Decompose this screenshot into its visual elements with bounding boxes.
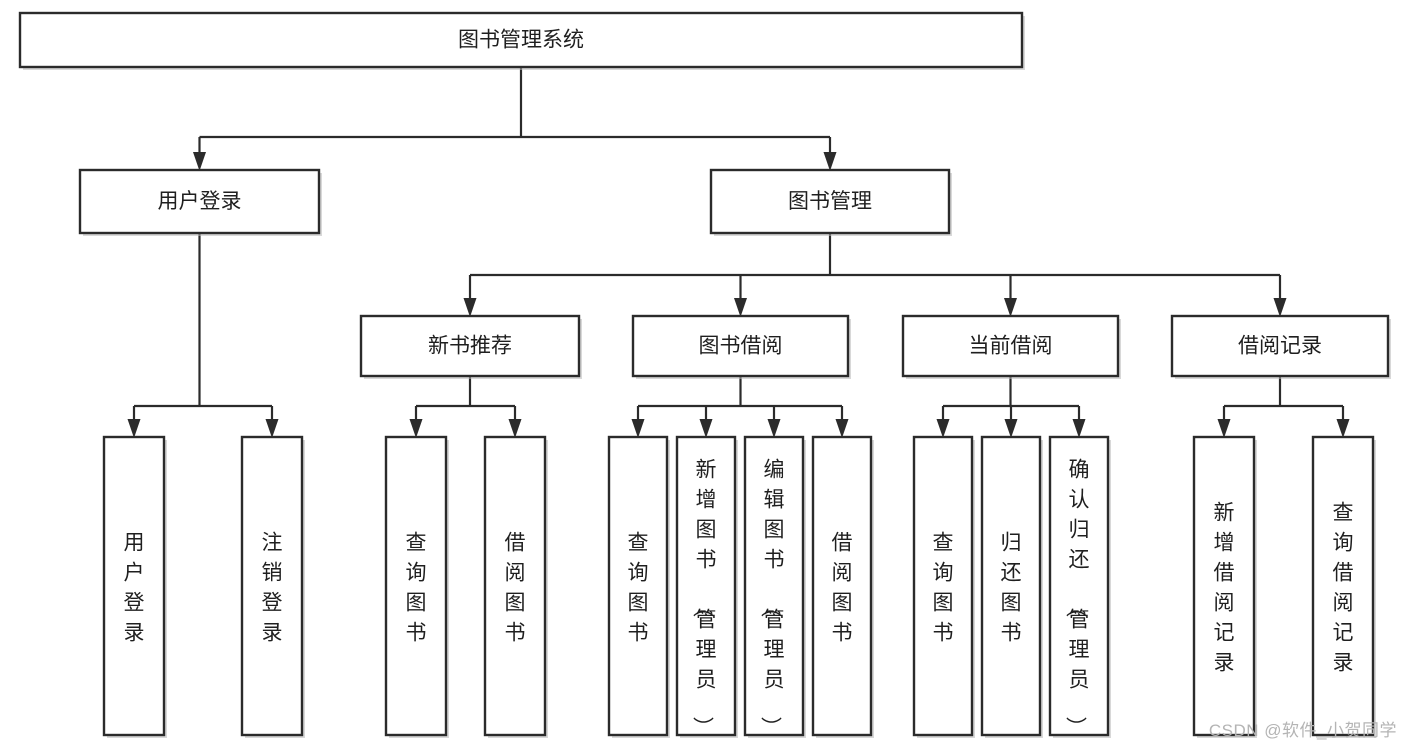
- node-l1[interactable]: 用户登录: [102, 435, 167, 738]
- node-label: 注销登录: [262, 531, 283, 644]
- node-l12[interactable]: 新增借阅记录: [1192, 435, 1257, 738]
- node-rect[interactable]: [675, 435, 737, 737]
- node-n4[interactable]: 图书借阅: [631, 314, 851, 379]
- node-rect[interactable]: [18, 11, 1024, 69]
- node-l10[interactable]: 归还图书: [980, 435, 1043, 738]
- node-label: 编辑图书（管理员）: [759, 458, 785, 737]
- node-rect[interactable]: [901, 314, 1120, 378]
- node-label: 查询图书: [406, 531, 427, 644]
- csdn-watermark: CSDN @软件_小贺同学: [1208, 721, 1397, 740]
- node-l11[interactable]: 确认归还（管理员）: [1048, 435, 1111, 738]
- node-label: 归还图书: [1001, 531, 1022, 644]
- arrowhead-icon: [936, 419, 950, 438]
- arrowhead-icon: [1072, 419, 1086, 438]
- node-n6[interactable]: 借阅记录: [1170, 314, 1391, 379]
- node-label: 新增图书（管理员）: [691, 458, 717, 737]
- node-l13[interactable]: 查询借阅记录: [1311, 435, 1376, 738]
- edges-layer: [127, 67, 1350, 438]
- node-label: 确认归还（管理员）: [1064, 458, 1090, 737]
- node-label: 图书管理: [788, 190, 872, 213]
- arrowhead-icon: [409, 419, 423, 438]
- node-label: 查询借阅记录: [1333, 501, 1354, 674]
- arrowhead-icon: [127, 419, 141, 438]
- edge-group-n4: [631, 376, 849, 438]
- node-l9[interactable]: 查询图书: [912, 435, 975, 738]
- node-l2[interactable]: 注销登录: [240, 435, 305, 738]
- node-label: 当前借阅: [969, 335, 1053, 358]
- arrowhead-icon: [699, 419, 713, 438]
- node-root[interactable]: 图书管理系统: [18, 11, 1025, 70]
- node-rect[interactable]: [1170, 314, 1390, 378]
- arrowhead-icon: [767, 419, 781, 438]
- node-rect[interactable]: [631, 314, 850, 378]
- node-label: 图书借阅: [699, 335, 783, 358]
- node-rect[interactable]: [483, 435, 547, 737]
- node-l6[interactable]: 新增图书（管理员）: [675, 435, 738, 738]
- arrowhead-icon: [265, 419, 279, 438]
- node-rect[interactable]: [607, 435, 669, 737]
- edge-group-n1: [127, 233, 279, 438]
- nodes-layer: 图书管理系统用户登录图书管理新书推荐图书借阅当前借阅借阅记录用户登录注销登录查询…: [18, 11, 1391, 738]
- arrowhead-icon: [1336, 419, 1350, 438]
- node-label: 用户登录: [158, 190, 242, 213]
- node-label: 借阅图书: [832, 531, 853, 644]
- arrowhead-icon: [1273, 298, 1287, 317]
- arrowhead-icon: [463, 298, 477, 317]
- arrowhead-icon: [835, 419, 849, 438]
- node-rect[interactable]: [980, 435, 1042, 737]
- arrowhead-icon: [823, 152, 837, 171]
- node-rect[interactable]: [811, 435, 873, 737]
- node-rect[interactable]: [384, 435, 448, 737]
- node-n2[interactable]: 图书管理: [709, 168, 952, 236]
- arrowhead-icon: [1217, 419, 1231, 438]
- node-l3[interactable]: 查询图书: [384, 435, 449, 738]
- node-rect[interactable]: [1311, 435, 1375, 737]
- node-rect[interactable]: [709, 168, 951, 235]
- node-n3[interactable]: 新书推荐: [359, 314, 582, 379]
- node-rect[interactable]: [78, 168, 321, 235]
- edge-group-n5: [936, 376, 1086, 438]
- node-n5[interactable]: 当前借阅: [901, 314, 1121, 379]
- node-rect[interactable]: [102, 435, 166, 737]
- node-l7[interactable]: 编辑图书（管理员）: [743, 435, 806, 738]
- edge-group-n6: [1217, 376, 1350, 438]
- node-l4[interactable]: 借阅图书: [483, 435, 548, 738]
- arrowhead-icon: [1004, 419, 1018, 438]
- node-label: 图书管理系统: [458, 29, 584, 52]
- edge-group-n2: [463, 233, 1287, 317]
- node-n1[interactable]: 用户登录: [78, 168, 322, 236]
- arrowhead-icon: [734, 298, 747, 317]
- node-rect[interactable]: [359, 314, 581, 378]
- node-label: 借阅记录: [1238, 335, 1322, 358]
- node-l5[interactable]: 查询图书: [607, 435, 670, 738]
- node-label: 用户登录: [124, 531, 145, 644]
- node-label: 借阅图书: [505, 531, 526, 644]
- node-label: 新增借阅记录: [1214, 501, 1235, 674]
- arrowhead-icon: [1004, 298, 1017, 317]
- edge-group-root: [193, 67, 837, 171]
- edge-group-n3: [409, 376, 522, 438]
- node-rect[interactable]: [240, 435, 304, 737]
- arrowhead-icon: [631, 419, 645, 438]
- node-l8[interactable]: 借阅图书: [811, 435, 874, 738]
- node-label: 新书推荐: [428, 335, 512, 358]
- node-rect[interactable]: [1192, 435, 1256, 737]
- arrowhead-icon: [193, 152, 206, 171]
- node-label: 查询图书: [933, 531, 954, 644]
- node-rect[interactable]: [912, 435, 974, 737]
- arrowhead-icon: [508, 419, 522, 438]
- node-label: 查询图书: [628, 531, 649, 644]
- node-rect[interactable]: [1048, 435, 1110, 737]
- node-rect[interactable]: [743, 435, 805, 737]
